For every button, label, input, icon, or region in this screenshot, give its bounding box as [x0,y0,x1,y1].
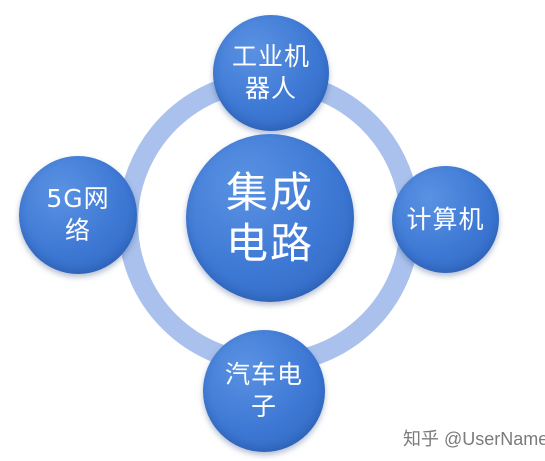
node-industrial-robot: 工业机 器人 [213,15,329,131]
node-computer: 计算机 [392,166,499,273]
source-caption: 知乎 @UserName [403,429,545,449]
node-5g-network: 5G网 络 [19,156,137,274]
center-node-integrated-circuit: 集成 电路 [186,134,354,302]
node-automotive-electronics: 汽车电 子 [203,330,325,452]
